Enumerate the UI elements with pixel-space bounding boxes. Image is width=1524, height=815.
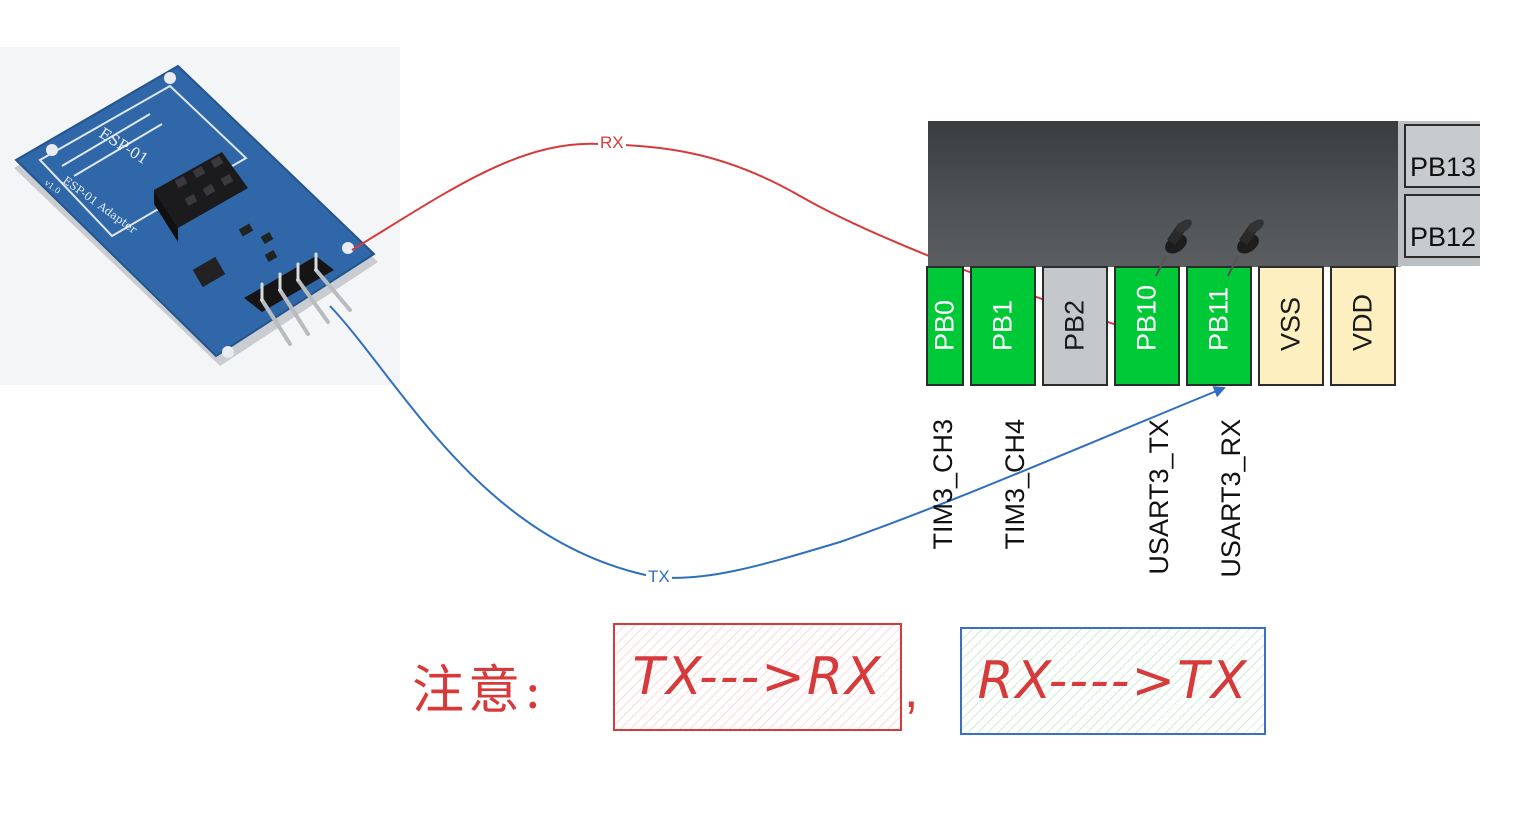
pin-label: PB11 bbox=[1203, 286, 1234, 351]
pin-label: PB0 bbox=[929, 299, 960, 351]
side-pin-label: PB13 bbox=[1410, 152, 1477, 182]
note-box-text: RX---->TX bbox=[977, 651, 1249, 711]
pin-label: PB1 bbox=[987, 299, 1018, 351]
pin-label: VDD bbox=[1347, 293, 1378, 351]
tx-wire bbox=[329, 305, 1226, 579]
pin-label: PB2 bbox=[1059, 299, 1090, 351]
side-pin-pb12[interactable]: PB12 bbox=[1404, 194, 1480, 258]
pin-label: PB10 bbox=[1131, 284, 1162, 351]
esp01-adapter-board: ESP-01 ESP-01 Adapter v1.0 bbox=[14, 64, 378, 366]
pushpin-icon bbox=[1155, 219, 1192, 277]
rx-wire-label: RX bbox=[598, 133, 626, 153]
pin-pb11[interactable]: PB11 bbox=[1186, 266, 1252, 386]
pin-pb1[interactable]: PB1 bbox=[970, 266, 1036, 386]
pin-pb10[interactable]: PB10 bbox=[1114, 266, 1180, 386]
note-separator: , bbox=[904, 661, 919, 719]
pin-pb0[interactable]: PB0 bbox=[926, 266, 964, 386]
note-box-text: TX--->RX bbox=[632, 647, 883, 707]
note-box-tx-to-rx: TX--->RX bbox=[613, 623, 902, 731]
pin-pb2[interactable]: PB2 bbox=[1042, 266, 1108, 386]
pin-vdd[interactable]: VDD bbox=[1330, 266, 1396, 386]
tx-wire-label: TX bbox=[646, 567, 672, 587]
pushpin-icon bbox=[1227, 219, 1264, 277]
pin-vss[interactable]: VSS bbox=[1258, 266, 1324, 386]
pin-label: VSS bbox=[1275, 296, 1306, 351]
note-box-rx-to-tx: RX---->TX bbox=[960, 627, 1266, 735]
side-pin-label: PB12 bbox=[1410, 222, 1477, 252]
note-prefix: 注意: bbox=[412, 661, 546, 721]
side-pin-pb13[interactable]: PB13 bbox=[1404, 124, 1480, 188]
